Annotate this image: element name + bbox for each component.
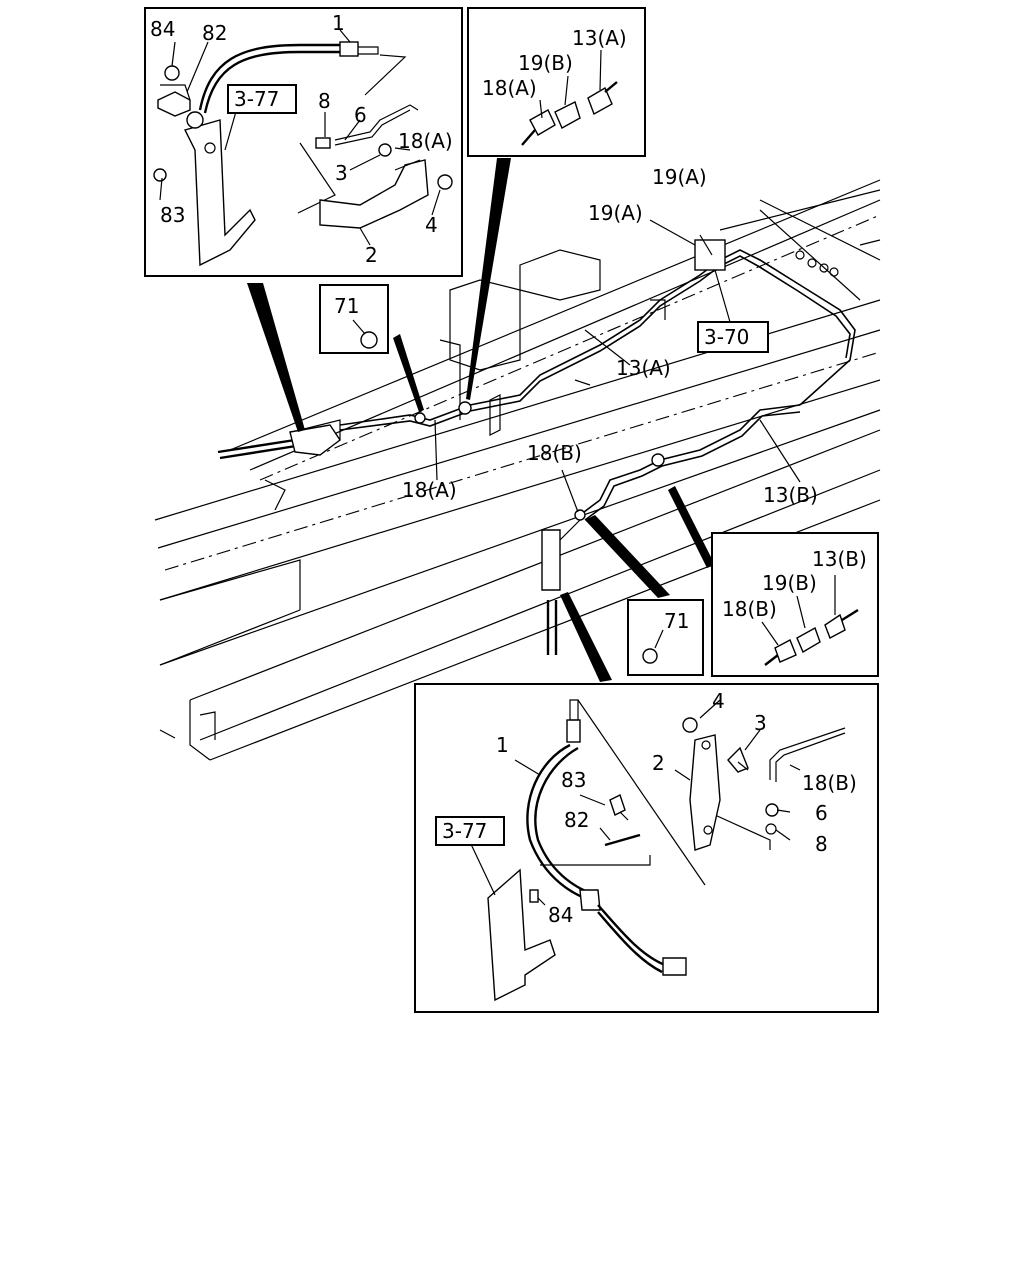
- label-18b-inset-right: 18(B): [722, 597, 777, 621]
- label-8-top: 8: [318, 89, 331, 113]
- rear-hose: [541, 519, 581, 655]
- main-leaders: [434, 219, 801, 513]
- label-13a-main: 13(A): [616, 356, 671, 380]
- label-13b-main: 13(B): [763, 483, 818, 507]
- label-18b-main: 18(B): [527, 441, 582, 465]
- callout-3-70: [697, 269, 769, 353]
- label-1-top: 1: [332, 11, 345, 35]
- label-84-top: 84: [150, 17, 175, 41]
- label-2-bottom: 2: [652, 751, 665, 775]
- label-71-right: 71: [664, 609, 689, 633]
- label-3-77-top: 3-77: [234, 87, 279, 111]
- label-3-70: 3-70: [704, 325, 749, 349]
- label-3-top: 3: [335, 161, 348, 185]
- label-2-top: 2: [365, 243, 378, 267]
- label-82-top: 82: [202, 21, 227, 45]
- label-19b-inset: 19(B): [518, 51, 573, 75]
- label-1-bottom: 1: [496, 733, 509, 757]
- inset-top-left: [144, 7, 463, 277]
- label-13a-inset: 13(A): [572, 26, 627, 50]
- label-82-bottom: 82: [564, 808, 589, 832]
- inset-top-right: [467, 7, 646, 157]
- label-19b-inset-right: 19(B): [762, 571, 817, 595]
- label-6-bottom: 6: [815, 801, 828, 825]
- label-19a-upper: 19(A): [652, 165, 707, 189]
- part-labels: 84 82 1 3-77 8 6 18(A) 3 83 4 2 13(A) 19…: [150, 11, 867, 927]
- inset-middle-right: [711, 532, 879, 677]
- label-19a-lower: 19(A): [588, 201, 643, 225]
- label-83-top: 83: [160, 203, 185, 227]
- label-71-left: 71: [334, 294, 359, 318]
- label-18a-main: 18(A): [402, 478, 457, 502]
- inset-71-right: [627, 599, 704, 676]
- label-4-bottom: 4: [712, 689, 725, 713]
- label-6-top: 6: [354, 103, 367, 127]
- leader-wedges: [247, 158, 715, 682]
- inset-bottom: [414, 683, 879, 1013]
- label-83-bottom: 83: [561, 768, 586, 792]
- pipe-joints: [414, 239, 726, 521]
- inset-71-left: [319, 284, 389, 354]
- callout-3-77-bottom: [435, 816, 505, 846]
- label-18a-inset: 18(A): [482, 76, 537, 100]
- label-84-bottom: 84: [548, 903, 573, 927]
- label-13b-inset: 13(B): [812, 547, 867, 571]
- label-18b-bottom: 18(B): [802, 771, 857, 795]
- front-hose-left: [217, 424, 341, 460]
- label-8-bottom: 8: [815, 832, 828, 856]
- label-4-top: 4: [425, 213, 438, 237]
- callout-3-77-top: [227, 84, 297, 114]
- label-3-bottom: 3: [754, 711, 767, 735]
- label-18a-top: 18(A): [398, 129, 453, 153]
- label-3-77-bottom: 3-77: [442, 819, 487, 843]
